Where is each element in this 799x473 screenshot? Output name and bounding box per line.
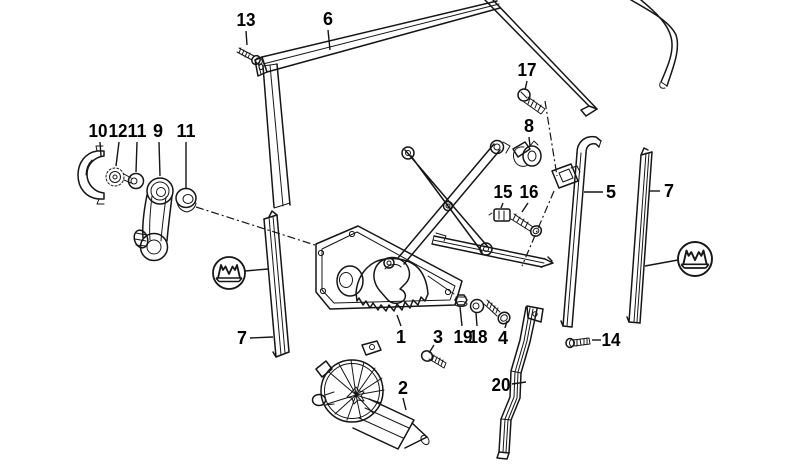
crank-handle-assembly bbox=[77, 145, 197, 262]
guide-rail-7-right bbox=[626, 147, 653, 324]
washer-18 bbox=[469, 298, 485, 314]
part-callout-20: 20 bbox=[492, 375, 511, 395]
part-callout-4: 4 bbox=[498, 328, 508, 348]
leader-line-13 bbox=[245, 30, 248, 46]
part-callout-6: 6 bbox=[323, 9, 333, 29]
part-callout-10: 10 bbox=[89, 121, 108, 141]
leader-line-2 bbox=[402, 397, 407, 411]
part-callout-5: 5 bbox=[606, 182, 616, 202]
leader-line-6 bbox=[327, 29, 331, 51]
leader-line-4 bbox=[504, 320, 508, 329]
part-callout-7: 7 bbox=[237, 328, 247, 348]
leader-line-11 bbox=[135, 141, 138, 173]
screw-14 bbox=[565, 337, 591, 349]
leader-line-19 bbox=[459, 306, 463, 327]
construction-lines bbox=[195, 100, 558, 295]
bracket-20 bbox=[496, 305, 544, 460]
part-callout-19: 19 bbox=[454, 327, 473, 347]
leader-line-10 bbox=[99, 141, 102, 157]
part-callout-15: 15 bbox=[494, 182, 513, 202]
part-callout-11: 11 bbox=[128, 121, 147, 141]
part-callout-18: 18 bbox=[469, 327, 488, 347]
logo-layer bbox=[212, 241, 713, 290]
nut-19 bbox=[454, 294, 468, 307]
washer-11 bbox=[127, 172, 145, 190]
m-mark-icon bbox=[677, 241, 713, 277]
regulator-assembly bbox=[315, 139, 554, 312]
leader-line-20 bbox=[511, 381, 527, 385]
crank-handle-9 bbox=[133, 177, 174, 262]
frame-left-leg bbox=[262, 63, 291, 209]
part-callout-3: 3 bbox=[433, 327, 443, 347]
knob-12 bbox=[105, 167, 132, 187]
leader-line-7 bbox=[249, 336, 274, 339]
fasteners bbox=[236, 47, 591, 369]
leader-line-1 bbox=[396, 314, 402, 327]
escutcheon-11 bbox=[175, 187, 197, 213]
window-motor bbox=[311, 340, 430, 450]
screw-3 bbox=[420, 350, 447, 369]
leader-line-9 bbox=[158, 141, 161, 177]
logo-leader-line bbox=[244, 268, 269, 272]
part-callout-7: 7 bbox=[664, 181, 674, 201]
part-callout-12: 12 bbox=[109, 121, 128, 141]
clip-15 bbox=[488, 208, 511, 222]
leader-line-12 bbox=[115, 141, 120, 167]
clip-8 bbox=[512, 140, 542, 167]
window-frame-trim bbox=[254, 0, 679, 117]
part-callout-1: 1 bbox=[396, 327, 406, 347]
part-callout-2: 2 bbox=[398, 378, 408, 398]
guide-rail-5 bbox=[551, 135, 602, 328]
leader-line-8 bbox=[528, 136, 531, 147]
leader-line-15 bbox=[500, 202, 504, 209]
part-callout-11: 11 bbox=[177, 121, 196, 141]
handle-housing-10 bbox=[77, 145, 105, 205]
screw-13 bbox=[236, 47, 263, 66]
leader-line-16 bbox=[521, 202, 529, 213]
m-mark-icon bbox=[212, 256, 246, 290]
part-callout-14: 14 bbox=[602, 330, 621, 350]
bolt-4 bbox=[483, 299, 511, 325]
guide-rail-7-left bbox=[263, 210, 290, 358]
part-callout-8: 8 bbox=[524, 116, 534, 136]
part-callout-16: 16 bbox=[520, 182, 539, 202]
logo-leader-line bbox=[644, 259, 679, 267]
part-callout-17: 17 bbox=[518, 60, 537, 80]
part-callout-9: 9 bbox=[153, 121, 163, 141]
screw-16 bbox=[510, 213, 543, 237]
leader-line-18 bbox=[475, 312, 478, 327]
leader-line-3 bbox=[428, 344, 435, 354]
leader-line-17 bbox=[524, 80, 528, 91]
screw-17 bbox=[517, 88, 546, 115]
part-callout-13: 13 bbox=[237, 10, 256, 30]
